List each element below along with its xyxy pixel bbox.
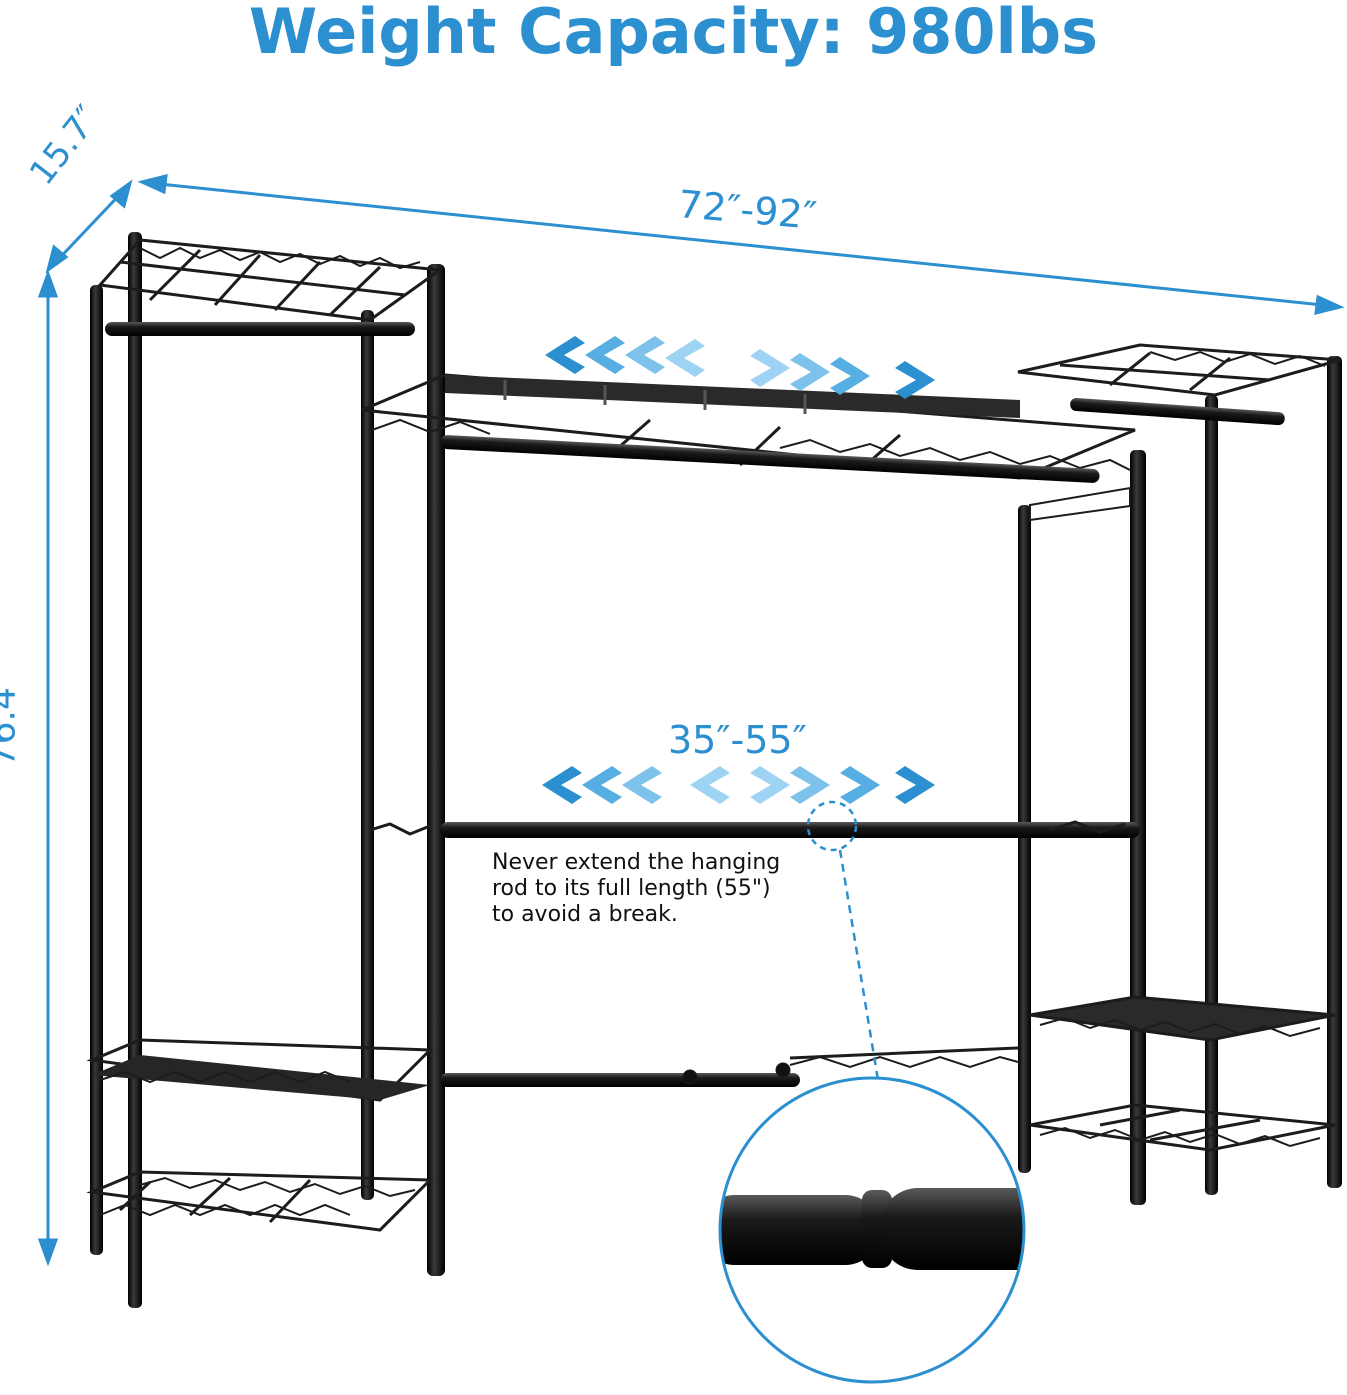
adjust-arrows-middle bbox=[542, 766, 935, 804]
zoom-circle-border bbox=[718, 1076, 1026, 1384]
height-dimension-line bbox=[37, 269, 59, 1267]
upper-hanging-rod bbox=[440, 435, 1100, 483]
bottom-rod bbox=[440, 1073, 800, 1087]
middle-hanging-rod bbox=[440, 822, 1140, 838]
zoom-circle bbox=[720, 1078, 1024, 1382]
rod-range-label: 35″-55″ bbox=[668, 718, 807, 762]
left-hanging-rod bbox=[105, 322, 415, 336]
rod-joint-callout bbox=[806, 800, 880, 1081]
right-hanging-rod bbox=[1070, 397, 1285, 426]
depth-dimension-line bbox=[45, 179, 133, 274]
width-dimension-line bbox=[137, 174, 1345, 315]
rod-warning-note: Never extend the hanging rod to its full… bbox=[492, 850, 781, 927]
middle-section bbox=[361, 373, 1146, 1205]
adjust-arrows-top bbox=[545, 336, 935, 399]
height-dimension-label: 76.4″ bbox=[0, 673, 24, 768]
right-tower bbox=[1017, 343, 1342, 1195]
weight-capacity-title: Weight Capacity: 980lbs bbox=[248, 0, 1099, 68]
left-tower bbox=[86, 232, 445, 1308]
